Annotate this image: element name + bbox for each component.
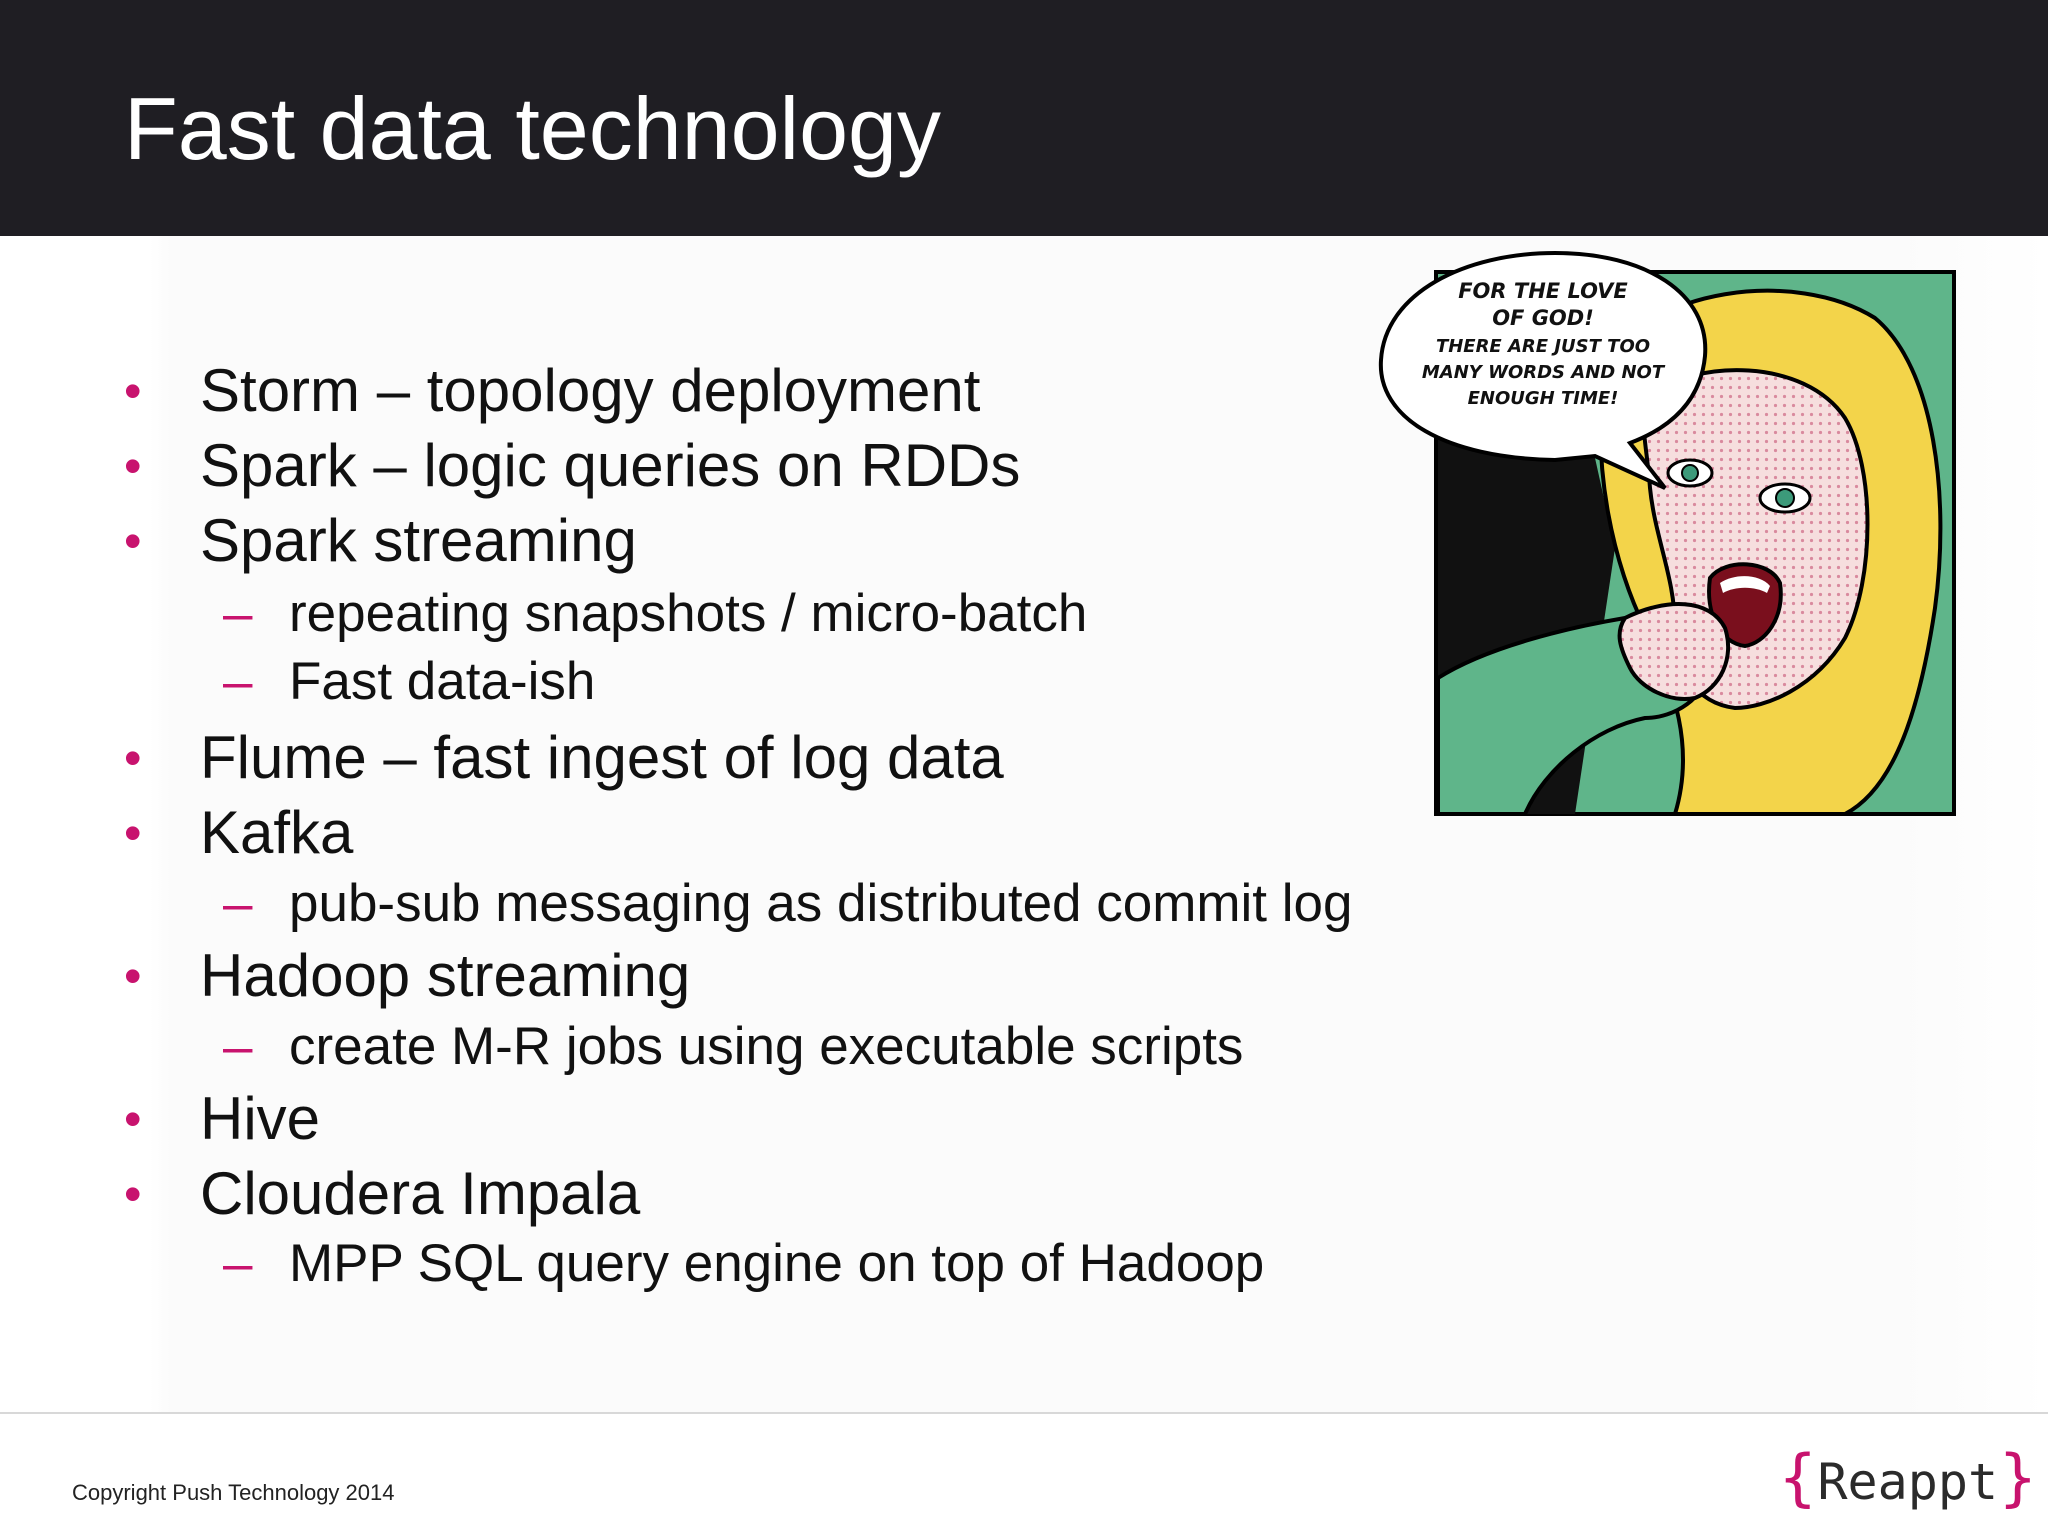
sub-bullet-item: –MPP SQL query engine on top of Hadoop [223,1232,1265,1296]
bullet-marker: • [124,1166,142,1222]
speech-line: THERE ARE JUST TOO [1436,336,1650,357]
copyright-text: Copyright Push Technology 2014 [72,1480,395,1505]
brand-brace-close: } [1998,1441,2038,1514]
bullet-marker: • [124,513,142,569]
sub-bullet-marker: – [223,1017,253,1076]
bullet-text: Spark – logic queries on RDDs [200,432,1021,499]
bullet-marker: • [124,805,142,861]
bullet-text: Kafka [200,799,354,866]
bullet-text: MPP SQL query engine on top of Hadoop [289,1234,1265,1293]
sub-bullet-item: –repeating snapshots / micro-batch [223,582,1088,646]
speech-line: MANY WORDS AND NOT [1422,362,1666,383]
sub-bullet-item: –create M-R jobs using executable script… [223,1015,1244,1079]
bullet-text: Storm – topology deployment [200,357,981,424]
bullet-item: • Hadoop streaming [124,940,691,1012]
sub-bullet-marker: – [223,1234,253,1293]
bullet-item: • Spark streaming [124,505,637,577]
speech-line: OF GOD! [1492,306,1594,330]
brand-brace-open: { [1778,1441,1818,1514]
title-bar: Fast data technology [0,0,2048,236]
sub-bullet-marker: – [223,652,253,711]
sub-bullet-item: –pub-sub messaging as distributed commit… [223,872,1353,936]
bullet-text: Flume – fast ingest of log data [200,724,1004,791]
bullet-text: Hadoop streaming [200,942,691,1009]
sub-bullet-item: –Fast data-ish [223,650,596,714]
bullet-marker: • [124,730,142,786]
sub-bullet-marker: – [223,874,253,933]
bullet-item: • Hive [124,1083,321,1155]
bullet-text: pub-sub messaging as distributed commit … [289,874,1353,933]
speech-bubble [1378,250,1708,490]
brand-logo: {Reappt} [1778,1438,2038,1518]
footer-divider [0,1412,2048,1414]
sub-bullet-marker: – [223,584,253,643]
bullet-text: Spark streaming [200,507,637,574]
bullet-item: • Storm – topology deployment [124,355,981,427]
bullet-item: • Spark – logic queries on RDDs [124,430,1021,502]
brand-name: Reappt [1817,1453,1999,1511]
bullet-text: Fast data-ish [289,652,596,711]
bullet-item: • Kafka [124,797,354,869]
bullet-marker: • [124,363,142,419]
comic-illustration: FOR THE LOVE OF GOD! THERE ARE JUST TOO … [1378,250,1956,816]
bullet-marker: • [124,1091,142,1147]
bullet-text: Cloudera Impala [200,1160,641,1227]
speech-line: FOR THE LOVE [1458,279,1628,303]
bullet-marker: • [124,438,142,494]
bullet-item: • Flume – fast ingest of log data [124,722,1004,794]
speech-line: ENOUGH TIME! [1468,388,1619,409]
bullet-marker: • [124,948,142,1004]
bullet-text: Hive [200,1085,321,1152]
slide-title: Fast data technology [124,79,941,178]
bullet-text: create M-R jobs using executable scripts [289,1017,1244,1076]
hand [1617,602,1731,701]
bullet-item: • Cloudera Impala [124,1158,641,1230]
bullet-text: repeating snapshots / micro-batch [289,584,1088,643]
